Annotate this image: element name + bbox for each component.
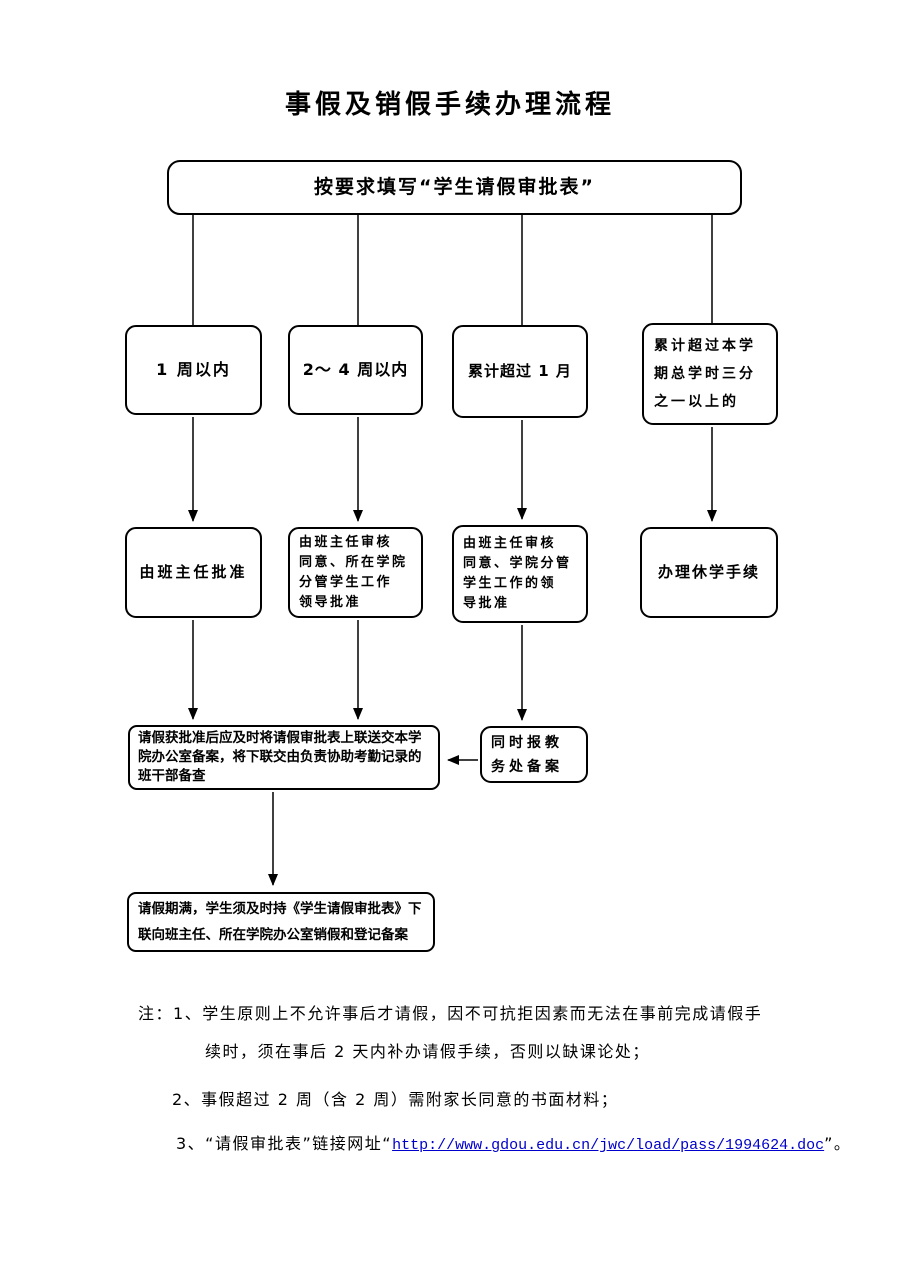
note-item1-line2: 续时，须在事后 2 天内补办请假手续，否则以缺课论处； bbox=[205, 1038, 650, 1062]
box-fill-request-form: 按要求填写“学生请假审批表” bbox=[167, 160, 742, 215]
box-over-1-month: 累计超过 1 月 bbox=[452, 325, 588, 418]
box-within-1-week: 1 周以内 bbox=[125, 325, 262, 415]
note-item1-line1: 注：1、学生原则上不允许事后才请假，因不可抗拒因素而无法在事前完成请假手 bbox=[138, 1000, 762, 1024]
note-item2-text: 2、事假超过 2 周（含 2 周）需附家长同意的书面材料； bbox=[172, 1090, 619, 1109]
note-item2: 2、事假超过 2 周（含 2 周）需附家长同意的书面材料； bbox=[172, 1086, 618, 1110]
box-suspension-procedure: 办理休学手续 bbox=[640, 527, 778, 618]
box-registrar-filing: 同时报教 务处备案 bbox=[480, 726, 588, 783]
note-item3-prefix: 3、“请假审批表”链接网址“ bbox=[176, 1134, 393, 1153]
box-over-one-third-hours: 累计超过本学 期总学时三分 之一以上的 bbox=[642, 323, 778, 425]
box-teacher-and-college-student-affairs-approval: 由班主任审核 同意、学院分管 学生工作的领 导批准 bbox=[452, 525, 588, 623]
note-item3: 3、“请假审批表”链接网址“http://www.gdou.edu.cn/jwc… bbox=[176, 1130, 851, 1154]
box-teacher-and-college-leader-approval: 由班主任审核 同意、所在学院 分管学生工作 领导批准 bbox=[288, 527, 423, 618]
page-title: 事假及销假手续办理流程 bbox=[284, 90, 615, 120]
box-filing-instructions: 请假获批准后应及时将请假审批表上联送交本学 院办公室备案，将下联交由负责协助考勤… bbox=[128, 725, 440, 790]
box-2-to-4-weeks: 2～ 4 周以内 bbox=[288, 325, 423, 415]
note-item1-line2-text: 续时，须在事后 2 天内补办请假手续，否则以缺课论处； bbox=[205, 1042, 650, 1061]
box-leave-expiry-cancellation: 请假期满，学生须及时持《学生请假审批表》下 联向班主任、所在学院办公室销假和登记… bbox=[127, 892, 435, 952]
note-item1-line1-text: 1、学生原则上不允许事后才请假，因不可抗拒因素而无法在事前完成请假手 bbox=[173, 1004, 763, 1023]
box-class-teacher-approval: 由班主任批准 bbox=[125, 527, 262, 618]
request-form-link[interactable]: http://www.gdou.edu.cn/jwc/load/pass/199… bbox=[392, 1137, 825, 1154]
flow-connectors bbox=[188, 215, 717, 886]
note-item3-suffix: ”。 bbox=[824, 1134, 852, 1153]
note-label: 注： bbox=[138, 1004, 174, 1023]
